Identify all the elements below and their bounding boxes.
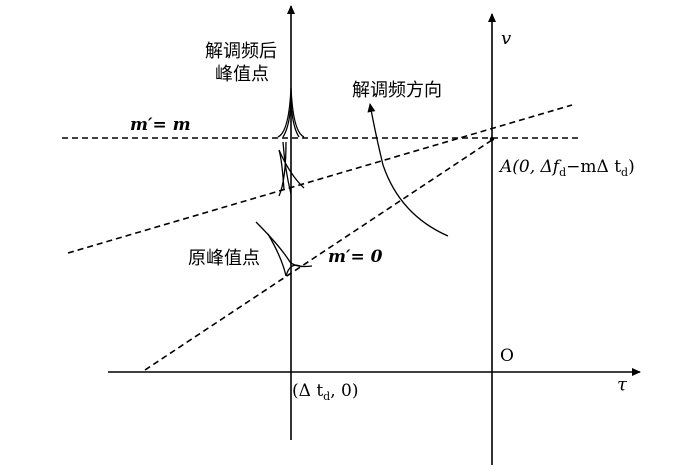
original-peak-curve [255, 221, 313, 268]
delta-td-label: (Δ td, 0) [292, 381, 358, 403]
demod-peak-label-line2: 峰值点 [215, 64, 269, 85]
v-axis-label: v [501, 28, 511, 49]
point-a-marker [489, 136, 495, 142]
demod-peak-curve [277, 87, 305, 138]
m-prime-zero-label: m′= 0 [328, 247, 383, 267]
tau-axis-label: τ [617, 374, 628, 395]
intermediate-peak-curve [278, 141, 287, 197]
intermediate-peak-curve-3 [282, 141, 292, 195]
point-a-label: A(0, Δfd−mΔ td) [498, 157, 635, 179]
demod-peak-label-line1: 解调频后 [205, 41, 277, 62]
original-peak-label: 原峰值点 [188, 248, 260, 269]
intermediate-peak-curve-2 [278, 149, 305, 191]
original-peak-curve-2 [267, 233, 301, 277]
intermediate-line [67, 104, 573, 254]
demod-direction-label: 解调频方向 [352, 80, 442, 101]
demod-peak-curve-inner [282, 99, 300, 138]
origin-label: O [500, 346, 514, 366]
m-prime-m-label: m′= m [130, 115, 191, 135]
demod-direction-arrow [367, 103, 449, 237]
